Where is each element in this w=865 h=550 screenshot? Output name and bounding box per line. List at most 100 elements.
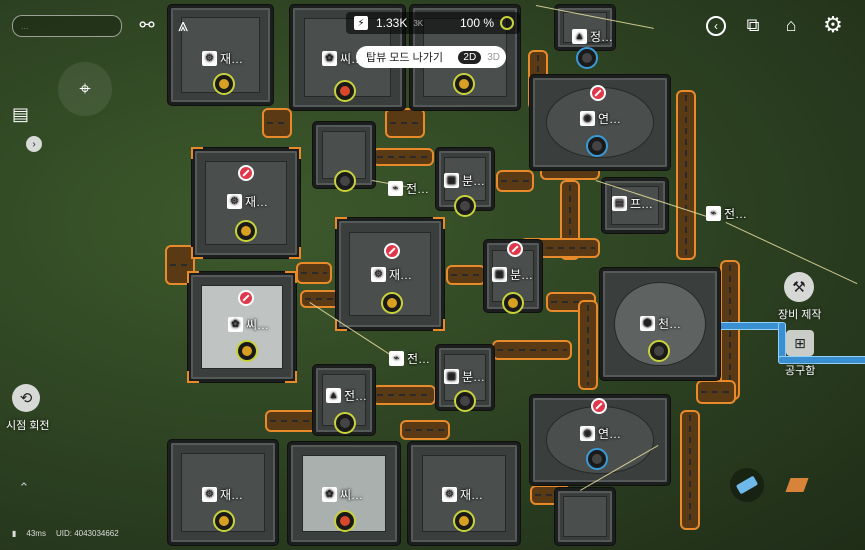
output-slot[interactable] (334, 412, 356, 434)
clipboard-icon: ▤ (12, 104, 30, 124)
building-refinery-mid[interactable] (335, 217, 445, 331)
equipment-craft-label: 장비 제작 (778, 309, 822, 321)
building-label: ✿씨… (228, 316, 269, 333)
output-slot[interactable] (213, 73, 235, 95)
sorter-icon: ▦ (444, 369, 459, 384)
minimap-locator[interactable]: ⌖ (58, 62, 112, 116)
building-label-text: 분… (510, 268, 534, 282)
toolbox-button[interactable]: ⊞ (786, 330, 814, 356)
building-label: ⚙재… (442, 486, 483, 503)
building-label-text: 재… (460, 488, 484, 502)
building-label: ◉연… (580, 425, 621, 442)
conveyor-belt (372, 148, 434, 166)
shop-icon[interactable]: ⌂ (785, 14, 797, 35)
smelter-icon: ◉ (580, 111, 595, 126)
resource-icon: ⚡ (354, 16, 368, 30)
equipment-craft-button[interactable]: ⚒ (784, 272, 814, 302)
output-slot[interactable] (648, 340, 670, 362)
building-label: ▤프… (612, 195, 653, 212)
output-slot[interactable] (586, 448, 608, 470)
output-slot[interactable] (453, 73, 475, 95)
building-label: ✿씨… (322, 486, 363, 503)
building-label-text: 천… (658, 317, 682, 331)
building-label-text: 정… (590, 30, 614, 44)
building-label: ⚙재… (202, 486, 243, 503)
blocked-icon (238, 165, 254, 181)
copper-plate-icon (785, 478, 809, 492)
refinery-icon: ⚙ (442, 487, 457, 502)
network-tree-icon[interactable]: ⚯ (139, 14, 155, 35)
quick-item-plate[interactable] (782, 470, 812, 500)
building-label: ◉연… (580, 110, 621, 127)
conveyor-belt (720, 260, 740, 400)
fluid-pipe (718, 322, 784, 330)
blocked-icon (591, 398, 607, 414)
building-label: ▲정… (572, 28, 613, 45)
conveyor-belt (372, 385, 436, 405)
power-percent: 100 % (459, 16, 494, 30)
topview-exit-toggle[interactable]: 탑뷰 모드 나가기 2D 3D (356, 46, 506, 68)
conveyor-belt (446, 265, 486, 285)
resource-rate: 3K (413, 18, 424, 28)
quick-item-blueprint[interactable] (730, 468, 764, 502)
output-slot[interactable] (334, 170, 356, 192)
output-slot[interactable] (213, 510, 235, 532)
building-label: ⌁전… (706, 205, 747, 222)
conveyor-belt (492, 340, 572, 360)
printer-icon: ▤ (612, 196, 627, 211)
fluid-pipe (778, 356, 865, 364)
building-label-text: 씨… (246, 318, 270, 332)
output-slot[interactable] (381, 292, 403, 314)
output-slot[interactable] (334, 80, 356, 102)
inventory-icon[interactable]: ⧉ (746, 14, 760, 35)
expand-panel-button[interactable]: › (26, 136, 42, 152)
building-refinery[interactable] (168, 5, 273, 105)
output-slot[interactable] (235, 220, 257, 242)
crusher-icon: ▲ (572, 29, 587, 44)
search-bar[interactable] (12, 15, 122, 37)
building-label: ⚙재… (371, 266, 412, 283)
conveyor-belt (676, 90, 696, 260)
hammer-icon: ⚒ (792, 279, 806, 296)
output-slot[interactable] (502, 292, 524, 314)
settings-gear-icon[interactable]: ⚙ (823, 12, 843, 37)
building-label-text: 연… (598, 112, 622, 126)
search-input[interactable] (19, 20, 119, 32)
collapse-button[interactable]: ⌃ (14, 480, 34, 500)
core-icon: ⬢ (640, 316, 655, 331)
back-button[interactable]: ‹ (706, 16, 726, 36)
building-label-text: 프… (630, 197, 654, 211)
toggle-2d[interactable]: 2D (458, 50, 482, 64)
output-slot[interactable] (236, 340, 258, 362)
power-pole-icon: ⌁ (706, 206, 721, 221)
building-label: ⚙재… (227, 193, 268, 210)
blocked-icon (590, 85, 606, 101)
output-slot[interactable] (586, 135, 608, 157)
output-slot[interactable] (454, 390, 476, 412)
task-list-button[interactable]: ▤ (12, 104, 34, 128)
building-label-text: 재… (245, 195, 269, 209)
crusher-icon: ▲ (326, 388, 341, 403)
toggle-3d[interactable]: 3D (487, 51, 500, 63)
building-label-text: 재… (389, 268, 413, 282)
conveyor-belt (300, 290, 340, 308)
refinery-icon: ⚙ (227, 194, 242, 209)
building-label: ▦분… (444, 368, 485, 385)
building-refinery-bottom-left[interactable] (168, 440, 278, 545)
building-label-text: 전… (407, 352, 431, 366)
output-slot[interactable] (576, 47, 598, 69)
seed-icon: ✿ (228, 317, 243, 332)
blue-crystal-icon (735, 475, 759, 495)
blocked-icon (507, 241, 523, 257)
output-slot[interactable] (454, 195, 476, 217)
rotate-view-button[interactable]: ⟲ (12, 384, 40, 412)
building-crusher-bottom[interactable] (555, 488, 615, 545)
double-chevron-up-icon: ⌃ (18, 480, 30, 495)
output-slot[interactable] (453, 510, 475, 532)
building-label-text: 전… (724, 207, 748, 221)
output-slot[interactable] (334, 510, 356, 532)
blueprint-icon[interactable]: ⩓ (177, 14, 189, 35)
power-pole-icon: ⌁ (388, 181, 403, 196)
smelter-icon: ◉ (580, 426, 595, 441)
building-refinery-bottom-right[interactable] (408, 442, 520, 545)
